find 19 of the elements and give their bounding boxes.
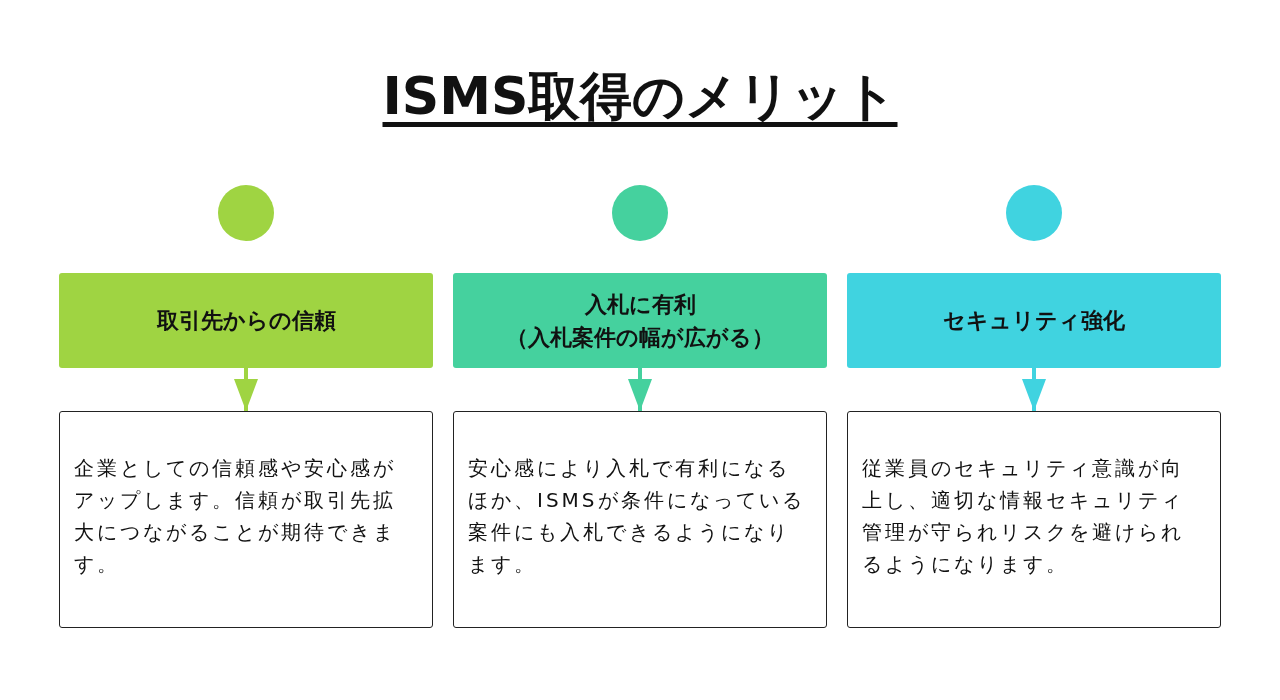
header-box bbox=[453, 273, 827, 368]
description-text: 従業員のセキュリティ意識が向上し、適切な情報セキュリティ管理が守られリスクを避けられるようになります。 bbox=[862, 455, 1185, 578]
arrow bbox=[628, 368, 652, 411]
description-text: 安心感により入札で有利になるほか、ISMSが条件になっている案件にも入札できるようになります。 bbox=[468, 455, 806, 578]
header-text: セキュリティ強化 bbox=[943, 307, 1125, 335]
description-box bbox=[847, 411, 1221, 628]
header-box bbox=[847, 273, 1221, 368]
circle-marker bbox=[612, 185, 668, 241]
header-text: 入札に有利（入札案件の幅が広がる） bbox=[506, 290, 774, 352]
arrow bbox=[234, 368, 258, 411]
description-box bbox=[453, 411, 827, 628]
arrow bbox=[1022, 368, 1046, 411]
description-text: 企業としての信頼感や安心感がアップします。信頼が取引先拡大につながることが期待できます。 bbox=[74, 455, 397, 578]
circle-marker bbox=[218, 185, 274, 241]
header-box bbox=[59, 273, 433, 368]
title: ISMS取得のメリット bbox=[382, 66, 898, 126]
circle-marker bbox=[1006, 185, 1062, 241]
header-text: 取引先からの信頼 bbox=[156, 307, 336, 335]
description-box bbox=[59, 411, 433, 628]
